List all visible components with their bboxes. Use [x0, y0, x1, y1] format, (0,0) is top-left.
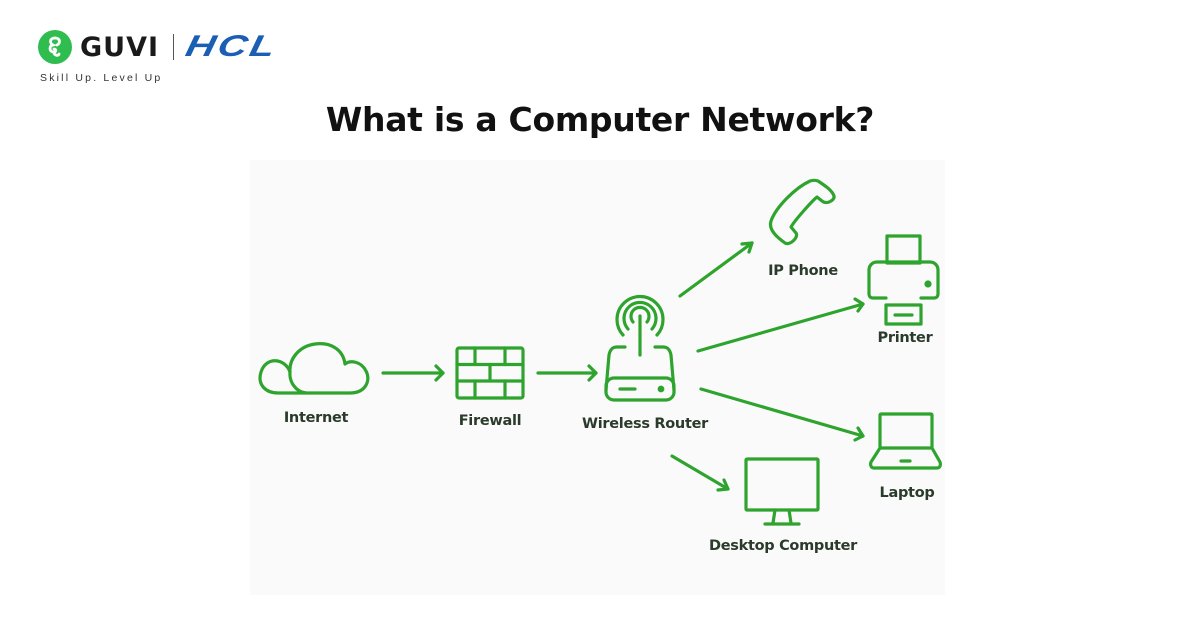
logo-divider: [173, 34, 175, 60]
guvi-wordmark: GUVI: [80, 31, 160, 63]
node-label-internet: Internet: [283, 410, 349, 426]
node-label-laptop: Laptop: [879, 485, 935, 501]
node-label-desktop: Desktop Computer: [709, 538, 857, 554]
node-label-printer: Printer: [877, 330, 933, 346]
edge-router-desktop: [670, 454, 730, 492]
edge-router-phone: [678, 241, 754, 298]
desktop-monitor-icon: [744, 457, 820, 526]
edge-router-printer: [696, 297, 865, 353]
cloud-icon: [258, 342, 370, 395]
printer-icon: [867, 234, 940, 326]
node-label-firewall: Firewall: [458, 413, 522, 429]
edge-internet-firewall: [381, 364, 445, 382]
guvi-logo-icon: [38, 30, 72, 64]
brand-logo: GUVI HCL: [38, 30, 281, 64]
brand-tagline: Skill Up. Level Up: [40, 72, 163, 84]
edge-firewall-router: [536, 364, 598, 382]
wireless-router-icon: [604, 294, 676, 402]
edge-router-laptop: [699, 387, 865, 442]
diagram-panel: [250, 160, 945, 595]
page-title: What is a Computer Network?: [325, 100, 875, 139]
laptop-icon: [869, 412, 942, 470]
brick-wall-icon: [455, 346, 525, 400]
node-label-router: Wireless Router: [582, 416, 708, 432]
phone-handset-icon: [768, 178, 836, 246]
node-label-ip-phone: IP Phone: [768, 263, 838, 279]
